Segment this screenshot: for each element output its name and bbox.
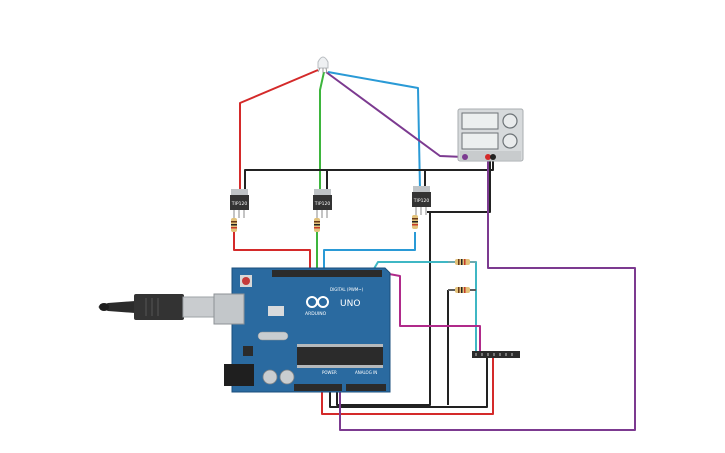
- dc-power-supply[interactable]: [457, 108, 524, 162]
- resistor-r4[interactable]: [448, 259, 476, 265]
- transistor-q2[interactable]: TIP120: [313, 189, 332, 218]
- current-knob[interactable]: [502, 133, 518, 149]
- arduino-logo-icon: [306, 296, 329, 308]
- capacitor-2: [279, 369, 295, 385]
- wire-black-emitter-bus[interactable]: [244, 157, 494, 190]
- supply-terminal-pos[interactable]: [485, 154, 491, 160]
- wire-blue-led-to-q3[interactable]: [327, 71, 421, 191]
- resistor-r5[interactable]: [448, 287, 476, 293]
- wire-black-gnd-to-header[interactable]: [329, 358, 488, 408]
- arduino-logo-text: ARDUINO: [305, 311, 327, 317]
- wire-red-led-to-q1[interactable]: [239, 69, 319, 190]
- supply-terminal-gnd[interactable]: [490, 154, 496, 160]
- usb-port: [213, 293, 245, 325]
- digital-header[interactable]: [272, 270, 382, 277]
- rgb-led[interactable]: [317, 56, 329, 74]
- usb-cable[interactable]: [98, 294, 216, 320]
- transistor-label: TIP120: [314, 201, 331, 207]
- current-display: [461, 132, 499, 150]
- analog-label: ANALOG IN: [355, 370, 377, 375]
- transistor-label: TIP120: [413, 198, 430, 204]
- capacitor-1: [262, 369, 278, 385]
- wire-magenta-pin-to-header[interactable]: [377, 271, 481, 352]
- wire-purple-led-to-supply[interactable]: [325, 71, 465, 158]
- wire-black-arduino-gnd[interactable]: [336, 212, 431, 406]
- resistor-r2[interactable]: [314, 218, 320, 232]
- transistor-q1[interactable]: TIP120: [230, 189, 249, 218]
- analog-header[interactable]: [346, 384, 386, 391]
- voltage-knob[interactable]: [502, 113, 518, 129]
- atmega-chip: [297, 347, 383, 365]
- supply-terminal-neg[interactable]: [462, 154, 468, 160]
- transistor-q3[interactable]: TIP120: [412, 186, 431, 215]
- power-label: POWER: [322, 370, 337, 375]
- resistor-r1[interactable]: [231, 218, 237, 232]
- wire-green-led-to-q2[interactable]: [319, 71, 325, 190]
- pin-header[interactable]: [472, 351, 520, 358]
- wire-blue-q3-to-pin[interactable]: [323, 232, 416, 272]
- wires: [233, 69, 636, 431]
- arduino-uno[interactable]: DIGITAL (PWM~) ARDUINO UNO POWER ANALOG …: [213, 267, 391, 393]
- power-header[interactable]: [294, 384, 342, 391]
- wire-black-q3-to-supply[interactable]: [427, 160, 491, 213]
- wire-red-q1-to-pin[interactable]: [233, 232, 311, 272]
- wire-red-5v-to-header[interactable]: [321, 358, 494, 415]
- arduino-model-text: UNO: [340, 299, 360, 309]
- digital-label: DIGITAL (PWM~): [330, 287, 364, 292]
- wire-purple-supply-loop[interactable]: [339, 160, 636, 431]
- transistor-label: TIP120: [231, 201, 248, 207]
- dc-jack: [224, 364, 254, 386]
- resistor-r3[interactable]: [412, 215, 418, 229]
- wire-teal-r4-to-header[interactable]: [470, 261, 477, 352]
- voltage-display: [461, 112, 499, 130]
